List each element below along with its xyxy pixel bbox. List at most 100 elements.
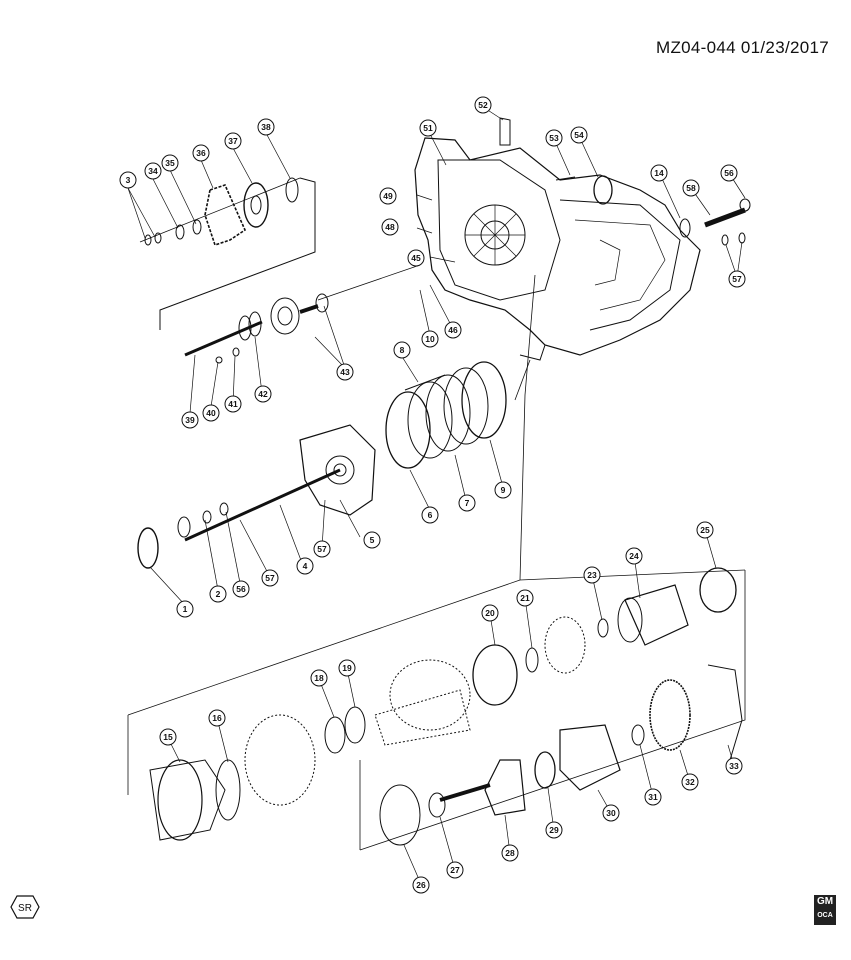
- callout-37: 37: [224, 132, 242, 150]
- svg-text:8: 8: [400, 345, 405, 355]
- callout-23: 23: [583, 566, 601, 584]
- callout-2: 2: [209, 585, 227, 603]
- callout-30: 30: [602, 804, 620, 822]
- callout-15: 15: [159, 728, 177, 746]
- svg-text:26: 26: [416, 880, 426, 890]
- svg-text:14: 14: [654, 168, 664, 178]
- svg-text:37: 37: [228, 136, 238, 146]
- clutch-pack: [385, 274, 536, 581]
- callout-54: 54: [570, 126, 588, 144]
- callout-10: 10: [421, 330, 439, 348]
- svg-text:30: 30: [606, 808, 616, 818]
- callout-14: 14: [650, 164, 668, 182]
- svg-text:6: 6: [428, 510, 433, 520]
- svg-text:57: 57: [732, 274, 742, 284]
- svg-text:20: 20: [485, 608, 495, 618]
- svg-text:3: 3: [126, 175, 131, 185]
- callout-35: 35: [161, 154, 179, 172]
- svg-text:45: 45: [411, 253, 421, 263]
- callout-56-top: 56: [720, 164, 738, 182]
- svg-text:15: 15: [163, 732, 173, 742]
- svg-text:38: 38: [261, 122, 271, 132]
- svg-text:39: 39: [185, 415, 195, 425]
- diagram-reference-code: MZ04-044 01/23/2017: [656, 38, 829, 57]
- transmission-case: [414, 137, 701, 361]
- callout-36: 36: [192, 144, 210, 162]
- svg-text:56: 56: [236, 584, 246, 594]
- callout-57-bottom: 57: [261, 569, 279, 587]
- pump-assembly: [137, 424, 376, 569]
- input-shaft-assembly: [184, 264, 421, 364]
- callout-57-top: 57: [728, 270, 746, 288]
- svg-text:2: 2: [216, 589, 221, 599]
- callout-27: 27: [446, 861, 464, 879]
- callout-18: 18: [310, 669, 328, 687]
- callout-34: 34: [144, 162, 162, 180]
- svg-text:40: 40: [206, 408, 216, 418]
- svg-text:35: 35: [165, 158, 175, 168]
- callout-46: 46: [444, 321, 462, 339]
- callout-5: 5: [363, 531, 381, 549]
- callout-26: 26: [412, 876, 430, 894]
- callout-21: 21: [516, 589, 534, 607]
- callout-4: 4: [296, 557, 314, 575]
- callout-6: 6: [421, 506, 439, 524]
- callout-16: 16: [208, 709, 226, 727]
- callout-3: 3: [119, 171, 137, 189]
- callout-25: 25: [696, 521, 714, 539]
- svg-text:28: 28: [505, 848, 515, 858]
- callout-49: 49: [379, 187, 397, 205]
- sr-badge-icon: SR: [10, 895, 40, 919]
- svg-text:42: 42: [258, 389, 268, 399]
- svg-text:5: 5: [370, 535, 375, 545]
- lower-gear-sets: [149, 567, 743, 846]
- svg-text:18: 18: [314, 673, 324, 683]
- callout-38: 38: [257, 118, 275, 136]
- callout-58: 58: [682, 179, 700, 197]
- gm-logo: GM OCA: [814, 895, 836, 925]
- svg-text:56: 56: [724, 168, 734, 178]
- callout-42: 42: [254, 385, 272, 403]
- svg-text:9: 9: [501, 485, 506, 495]
- svg-text:32: 32: [685, 777, 695, 787]
- svg-text:31: 31: [648, 792, 658, 802]
- svg-text:57: 57: [317, 544, 327, 554]
- svg-text:46: 46: [448, 325, 458, 335]
- case-side-parts: [499, 117, 751, 246]
- drive-chain-assembly: [139, 177, 316, 330]
- svg-text:57: 57: [265, 573, 275, 583]
- gm-logo-bottom: OCA: [817, 912, 833, 919]
- callout-43: 43: [336, 363, 354, 381]
- callout-24: 24: [625, 547, 643, 565]
- callout-7: 7: [458, 494, 476, 512]
- callout-53: 53: [545, 129, 563, 147]
- callout-20: 20: [481, 604, 499, 622]
- svg-text:54: 54: [574, 130, 584, 140]
- callout-51: 51: [419, 119, 437, 137]
- callout-32: 32: [681, 773, 699, 791]
- svg-text:52: 52: [478, 100, 488, 110]
- callout-31: 31: [644, 788, 662, 806]
- svg-text:34: 34: [148, 166, 158, 176]
- svg-text:21: 21: [520, 593, 530, 603]
- svg-text:43: 43: [340, 367, 350, 377]
- svg-text:24: 24: [629, 551, 639, 561]
- callout-33: 33: [725, 757, 743, 775]
- svg-text:36: 36: [196, 148, 206, 158]
- svg-text:25: 25: [700, 525, 710, 535]
- svg-text:41: 41: [228, 399, 238, 409]
- svg-text:1: 1: [183, 604, 188, 614]
- callout-19: 19: [338, 659, 356, 677]
- lower-assembly-frame: [127, 569, 746, 851]
- svg-text:10: 10: [425, 334, 435, 344]
- callout-1: 1: [176, 600, 194, 618]
- callout-57-mid: 57: [313, 540, 331, 558]
- callout-9: 9: [494, 481, 512, 499]
- svg-text:SR: SR: [18, 903, 32, 914]
- svg-text:48: 48: [385, 222, 395, 232]
- callout-52: 52: [474, 96, 492, 114]
- svg-text:49: 49: [383, 191, 393, 201]
- callout-28: 28: [501, 844, 519, 862]
- callout-8: 8: [393, 341, 411, 359]
